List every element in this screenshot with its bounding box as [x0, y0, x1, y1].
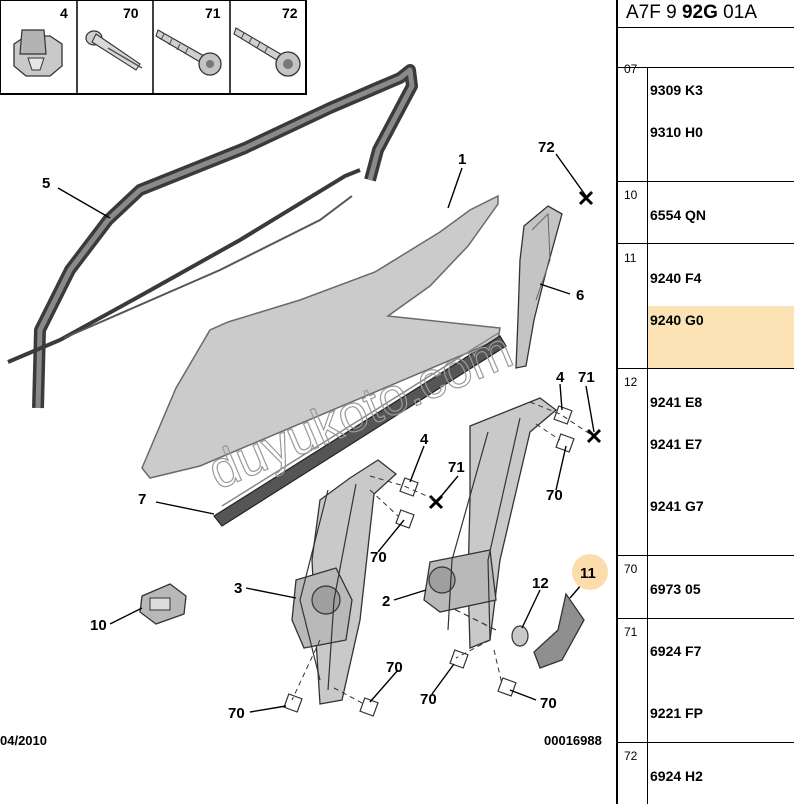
callout-6: 6	[576, 287, 584, 304]
callout-11: 11	[580, 565, 596, 582]
callout-71: 71	[448, 459, 465, 476]
callout-12: 12	[532, 575, 549, 592]
callout-10: 10	[90, 617, 107, 634]
selected-part-highlight	[648, 306, 794, 368]
group-label: 72	[624, 749, 638, 763]
divider	[618, 742, 794, 743]
callout-7: 7	[138, 491, 146, 508]
window-regulator-electric	[291, 459, 398, 705]
divider	[618, 618, 794, 619]
part-number[interactable]: 6973 05	[650, 581, 701, 597]
part-number[interactable]: 6924 H2	[650, 768, 703, 784]
callout-70: 70	[228, 705, 245, 722]
window-glass	[141, 194, 501, 479]
callout-70: 70	[420, 691, 437, 708]
parts-list-panel: A7F 9 92G 01A 07 9309 K3 9310 H0 10 6554…	[616, 0, 794, 804]
part-number[interactable]: 9241 E7	[650, 436, 703, 452]
weatherstrip	[213, 331, 507, 527]
window-switch	[139, 583, 187, 625]
thumb-number: 4	[60, 5, 68, 21]
divider	[618, 555, 794, 556]
callout-71: 71	[578, 369, 595, 386]
part-number[interactable]: 9240 F4	[650, 270, 702, 286]
callout-2: 2	[382, 593, 390, 610]
column-divider	[647, 68, 648, 804]
divider	[618, 27, 794, 28]
part-number[interactable]: 9241 E8	[650, 394, 703, 410]
callout-3: 3	[234, 580, 242, 597]
divider	[618, 67, 794, 68]
callout-4: 4	[556, 369, 565, 386]
group-label: 71	[624, 625, 638, 639]
group-label: 12	[624, 375, 638, 389]
part-number[interactable]: 9221 FP	[650, 705, 703, 721]
callout-70: 70	[386, 659, 403, 676]
door-seal	[7, 64, 418, 409]
callout-70: 70	[540, 695, 557, 712]
guide-rail	[515, 205, 563, 369]
group-label: 10	[624, 188, 638, 202]
ref-prefix: A7F 9	[626, 2, 682, 23]
clip-icon	[13, 29, 63, 77]
group-label: 11	[624, 251, 637, 265]
part-number[interactable]: 9309 K3	[650, 82, 703, 98]
highlight-circle	[572, 554, 608, 590]
thumb-number: 72	[282, 5, 298, 21]
callout-70: 70	[370, 549, 387, 566]
parts-diagram: 4 70 71 72	[0, 0, 608, 748]
diagram-id: 00016988	[544, 733, 602, 748]
rivet-icon	[85, 30, 143, 71]
part-number[interactable]: 6924 F7	[650, 643, 702, 659]
thumbnail-strip: 4 70 71 72	[0, 0, 307, 95]
part-number-selected[interactable]: 9240 G0	[650, 312, 704, 328]
thumb-number: 70	[123, 5, 139, 21]
callout-72: 72	[538, 139, 555, 156]
group-label: 07	[624, 62, 638, 76]
screw-icon	[155, 29, 222, 76]
fastener-markers	[283, 405, 575, 717]
group-label: 70	[624, 562, 638, 576]
divider	[618, 368, 794, 369]
callout-5: 5	[42, 175, 50, 192]
ref-suffix: 01A	[717, 2, 757, 23]
callout-70: 70	[546, 487, 563, 504]
thumb-number: 71	[205, 5, 221, 21]
bolt-icon	[233, 27, 301, 77]
divider	[618, 181, 794, 182]
callout-1: 1	[458, 151, 466, 168]
diagram-date: 04/2010	[0, 733, 47, 748]
divider	[618, 243, 794, 244]
window-crank-handle	[451, 592, 585, 669]
part-number[interactable]: 9310 H0	[650, 124, 703, 140]
diagram-reference: A7F 9 92G 01A	[626, 2, 757, 24]
part-number[interactable]: 6554 QN	[650, 207, 707, 223]
ref-bold: 92G	[681, 2, 718, 23]
window-regulator-manual	[423, 397, 558, 649]
part-number[interactable]: 9241 G7	[650, 498, 704, 514]
callout-4: 4	[420, 431, 429, 448]
